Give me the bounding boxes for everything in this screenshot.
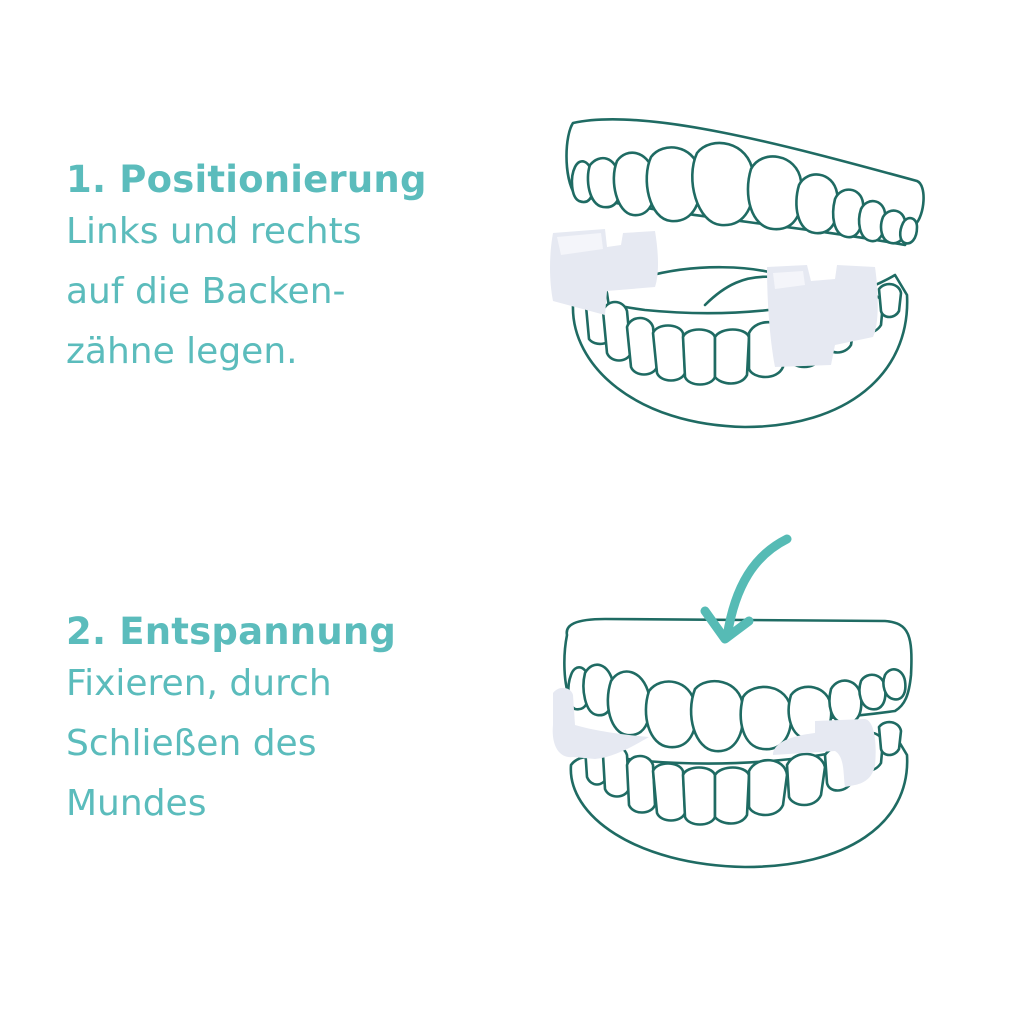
- step-2: 2. Entspannung Fixieren, durch Schließen…: [66, 610, 396, 834]
- step-2-title: 2. Entspannung: [66, 610, 397, 653]
- bite-pad-right-icon: [767, 265, 878, 367]
- step-2-line-1: Fixieren, durch: [66, 663, 332, 704]
- open-mouth-teeth-with-bite-pads-icon: [545, 105, 935, 440]
- step-1-line-2: auf die Backen-: [66, 271, 346, 312]
- step-1: 1. Positionierung Links und rechts auf d…: [66, 158, 427, 382]
- step-2-line-2: Schließen des: [66, 723, 317, 764]
- down-arrow-icon: [722, 534, 792, 642]
- step-1-title: 1. Positionierung: [66, 158, 427, 201]
- bite-pad-right-icon: [773, 719, 876, 787]
- step-2-line-3: Mundes: [66, 783, 207, 824]
- step-1-line-3: zähne legen.: [66, 331, 298, 372]
- step-1-line-1: Links und rechts: [66, 211, 362, 252]
- bite-pad-left-icon: [552, 687, 649, 759]
- closed-mouth-teeth-with-down-arrow-icon: [545, 525, 935, 885]
- bite-pad-left-icon: [550, 229, 658, 315]
